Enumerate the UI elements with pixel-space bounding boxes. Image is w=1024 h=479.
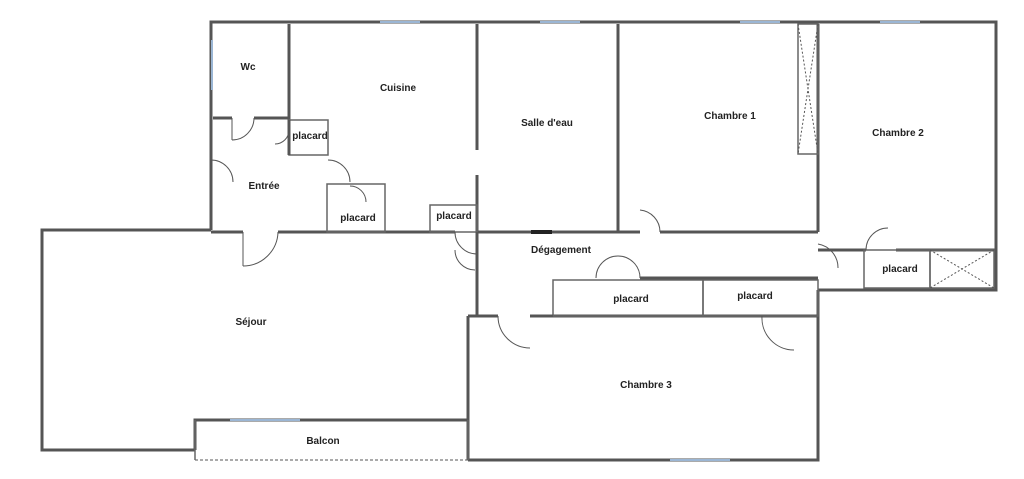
room-labels: Wc Cuisine Salle d'eau Chambre 1 Chambre… [235, 62, 924, 447]
closet-labels: placard placard placard placard placard … [292, 131, 918, 305]
room-label-chambre1: Chambre 1 [704, 111, 756, 122]
closet-label-cuisine-right: placard [436, 211, 472, 222]
room-label-sejour: Séjour [235, 317, 266, 328]
room-label-salle-eau: Salle d'eau [521, 118, 573, 129]
room-label-entree: Entrée [248, 181, 280, 192]
room-label-cuisine: Cuisine [380, 83, 417, 94]
closet-label-degagement-left: placard [613, 294, 649, 305]
room-label-balcon: Balcon [306, 436, 339, 447]
interior-walls [211, 23, 996, 420]
closet-label-entree: placard [292, 131, 328, 142]
doors [210, 117, 889, 351]
room-label-degagement: Dégagement [531, 245, 592, 256]
windows [211, 21, 920, 461]
closet-label-cuisine-left: placard [340, 213, 376, 224]
closet-label-chambre2: placard [882, 264, 918, 275]
room-label-chambre2: Chambre 2 [872, 128, 924, 139]
room-label-wc: Wc [241, 62, 256, 73]
outer-walls [40, 20, 998, 462]
balcony [194, 420, 469, 461]
room-label-chambre3: Chambre 3 [620, 380, 672, 391]
closet-label-degagement-right: placard [737, 291, 773, 302]
